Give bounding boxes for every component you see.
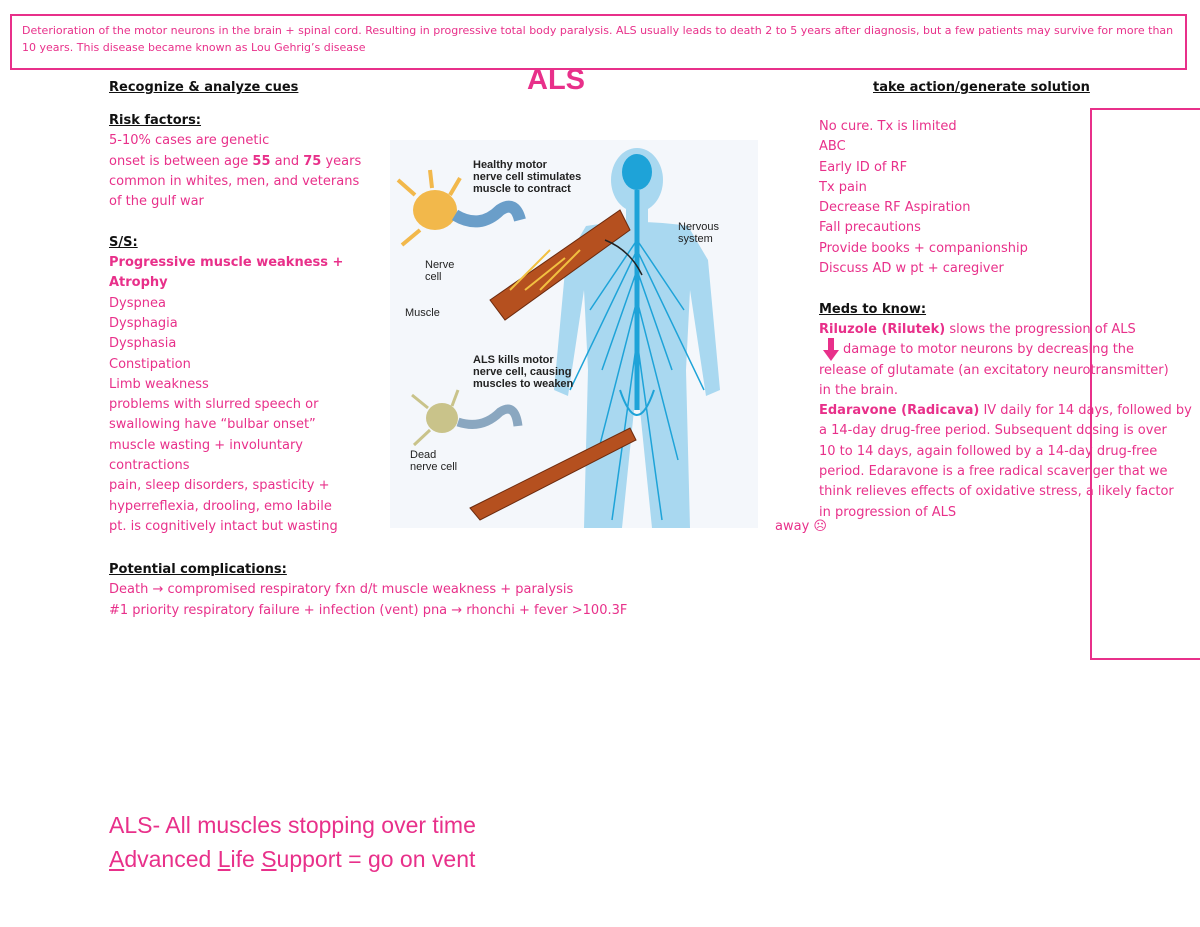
ss-line: Dyspnea (109, 295, 166, 311)
definition-text: Deterioration of the motor neurons in th… (22, 24, 1174, 54)
complications-heading: Potential complications: (109, 562, 287, 577)
ss-line: contractions (109, 458, 190, 474)
weak-muscle (411, 389, 637, 521)
ss-line: muscle wasting + involuntary (109, 437, 303, 453)
ss-line: pt. is cognitively intact but wasting (109, 518, 338, 534)
complications-section: Potential complications: Death → comprom… (109, 560, 627, 621)
left-heading: Recognize & analyze cues (109, 80, 299, 95)
action-item: ABC (819, 139, 846, 155)
meds-heading: Meds to know: (819, 301, 927, 317)
action-item: Discuss AD w pt + caregiver (819, 261, 1004, 277)
ss-bold-line: Progressive muscle weakness + (109, 255, 344, 271)
action-item: Early ID of RF (819, 159, 908, 175)
riluzole-line: damage to motor neurons by decreasing th… (843, 342, 1135, 358)
ss-line: Dysphagia (109, 315, 178, 331)
ss-line: swallowing have “bulbar onset” (109, 417, 316, 433)
risk-factors-heading: Risk factors: (109, 113, 202, 128)
arrow (604, 239, 643, 276)
svg-text:Muscle: Muscle (405, 307, 440, 319)
action-item: Tx pain (819, 179, 867, 195)
healthy-muscle (396, 169, 631, 321)
right-heading: take action/generate solution (873, 80, 1090, 95)
action-item: Decrease RF Aspiration (819, 200, 971, 216)
ss-line: pain, sleep disorders, spasticity + (109, 478, 330, 494)
bottom-line-2: Advanced Life Support = go on vent (109, 846, 476, 872)
edaravone-line: 10 to 14 days, again followed by a 14-da… (819, 443, 1158, 459)
edaravone-line: a 14-day drug-free period. Subsequent do… (819, 423, 1167, 439)
bottom-line-1: ALS- All muscles stopping over time (109, 812, 476, 838)
side-box (1090, 108, 1200, 660)
ss-heading: S/S: (109, 234, 138, 250)
ss-line: Constipation (109, 356, 191, 372)
action-item: Fall precautions (819, 220, 921, 236)
edaravone-line: think relieves effects of oxidative stre… (819, 484, 1174, 500)
riluzole-line: in the brain. (819, 382, 898, 398)
riluzole-name: Riluzole (Rilutek) (819, 321, 946, 337)
edaravone-name: Edaravone (Radicava) (819, 403, 980, 419)
risk-line: of the gulf war (109, 194, 204, 210)
action-item: No cure. Tx is limited (819, 119, 957, 134)
page-title: ALS (527, 64, 585, 96)
away-note: away ☹ (775, 519, 827, 534)
ss-bold-line: Atrophy (109, 275, 168, 291)
action-item: Provide books + companionship (819, 240, 1028, 256)
risk-line: onset is between age 55 and 75 years (109, 153, 362, 169)
ss-line: Limb weakness (109, 376, 209, 392)
definition-box: Deterioration of the motor neurons in th… (10, 14, 1187, 70)
ss-line: problems with slurred speech or (109, 397, 319, 413)
ss-line: hyperreflexia, drooling, emo labile (109, 498, 332, 514)
edaravone-line: in progression of ALS (819, 504, 957, 520)
complication-line: #1 priority respiratory failure + infect… (109, 602, 628, 618)
complication-line: Death → compromised respiratory fxn d/t … (109, 582, 574, 598)
arrow-down-icon (823, 338, 839, 361)
riluzole-line: Riluzole (Rilutek) slows the progression… (819, 321, 1136, 337)
risk-line: common in whites, men, and veterans (109, 173, 360, 189)
bottom-mnemonic: ALS- All muscles stopping over time Adva… (109, 808, 476, 876)
ss-line: Dysphasia (109, 336, 177, 352)
edaravone-line: period. Edaravone is a free radical scav… (819, 464, 1168, 480)
left-column: Risk factors: 5-10% cases are genetic on… (109, 111, 389, 537)
riluzole-line: release of glutamate (an excitatory neur… (819, 362, 1169, 378)
risk-line: 5-10% cases are genetic (109, 133, 270, 149)
right-column: No cure. Tx is limited ABC Early ID of R… (819, 117, 1199, 523)
edaravone-line: Edaravone (Radicava) IV daily for 14 day… (819, 403, 1192, 419)
